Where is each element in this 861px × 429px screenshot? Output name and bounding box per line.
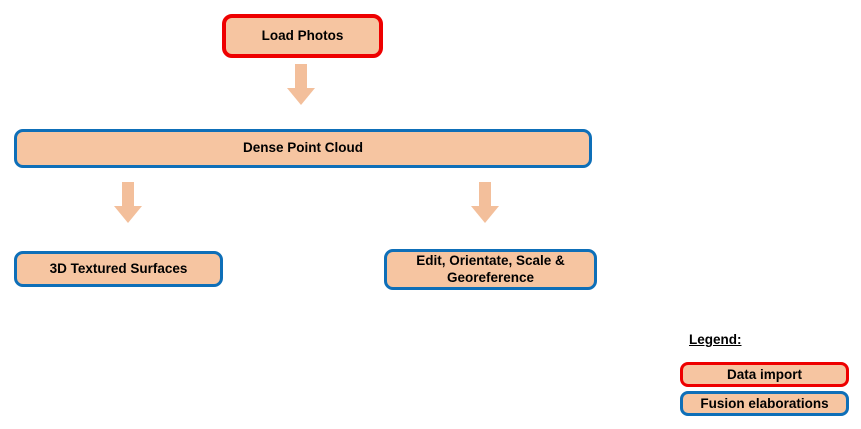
legend: Legend: Data import Fusion elaborations <box>680 332 850 416</box>
down-arrow-icon <box>471 182 499 223</box>
node-load-photos: Load Photos <box>222 14 383 58</box>
arrow-shaft <box>122 182 134 206</box>
legend-item-data-import-label: Data import <box>726 367 802 382</box>
arrow-head <box>471 206 499 223</box>
arrow-head <box>287 88 315 105</box>
down-arrow-icon <box>287 64 315 105</box>
arrow-head <box>114 206 142 223</box>
arrow-shaft <box>295 64 307 88</box>
legend-title: Legend: <box>689 332 742 347</box>
arrow-shaft <box>479 182 491 206</box>
node-edit-orientate-scale-georeference: Edit, Orientate, Scale & Georeference <box>384 249 597 290</box>
node-3d-textured-surfaces: 3D Textured Surfaces <box>14 251 223 287</box>
legend-item-data-import: Data import <box>680 362 849 387</box>
node-dense-point-cloud-label: Dense Point Cloud <box>242 140 363 156</box>
node-dense-point-cloud: Dense Point Cloud <box>14 129 592 168</box>
node-load-photos-label: Load Photos <box>261 27 344 43</box>
legend-item-fusion-elaborations: Fusion elaborations <box>680 391 849 416</box>
node-3d-textured-surfaces-label: 3D Textured Surfaces <box>49 260 188 276</box>
legend-item-fusion-elaborations-label: Fusion elaborations <box>700 396 829 411</box>
node-edit-orientate-scale-georeference-label: Edit, Orientate, Scale & Georeference <box>416 252 565 285</box>
down-arrow-icon <box>114 182 142 223</box>
